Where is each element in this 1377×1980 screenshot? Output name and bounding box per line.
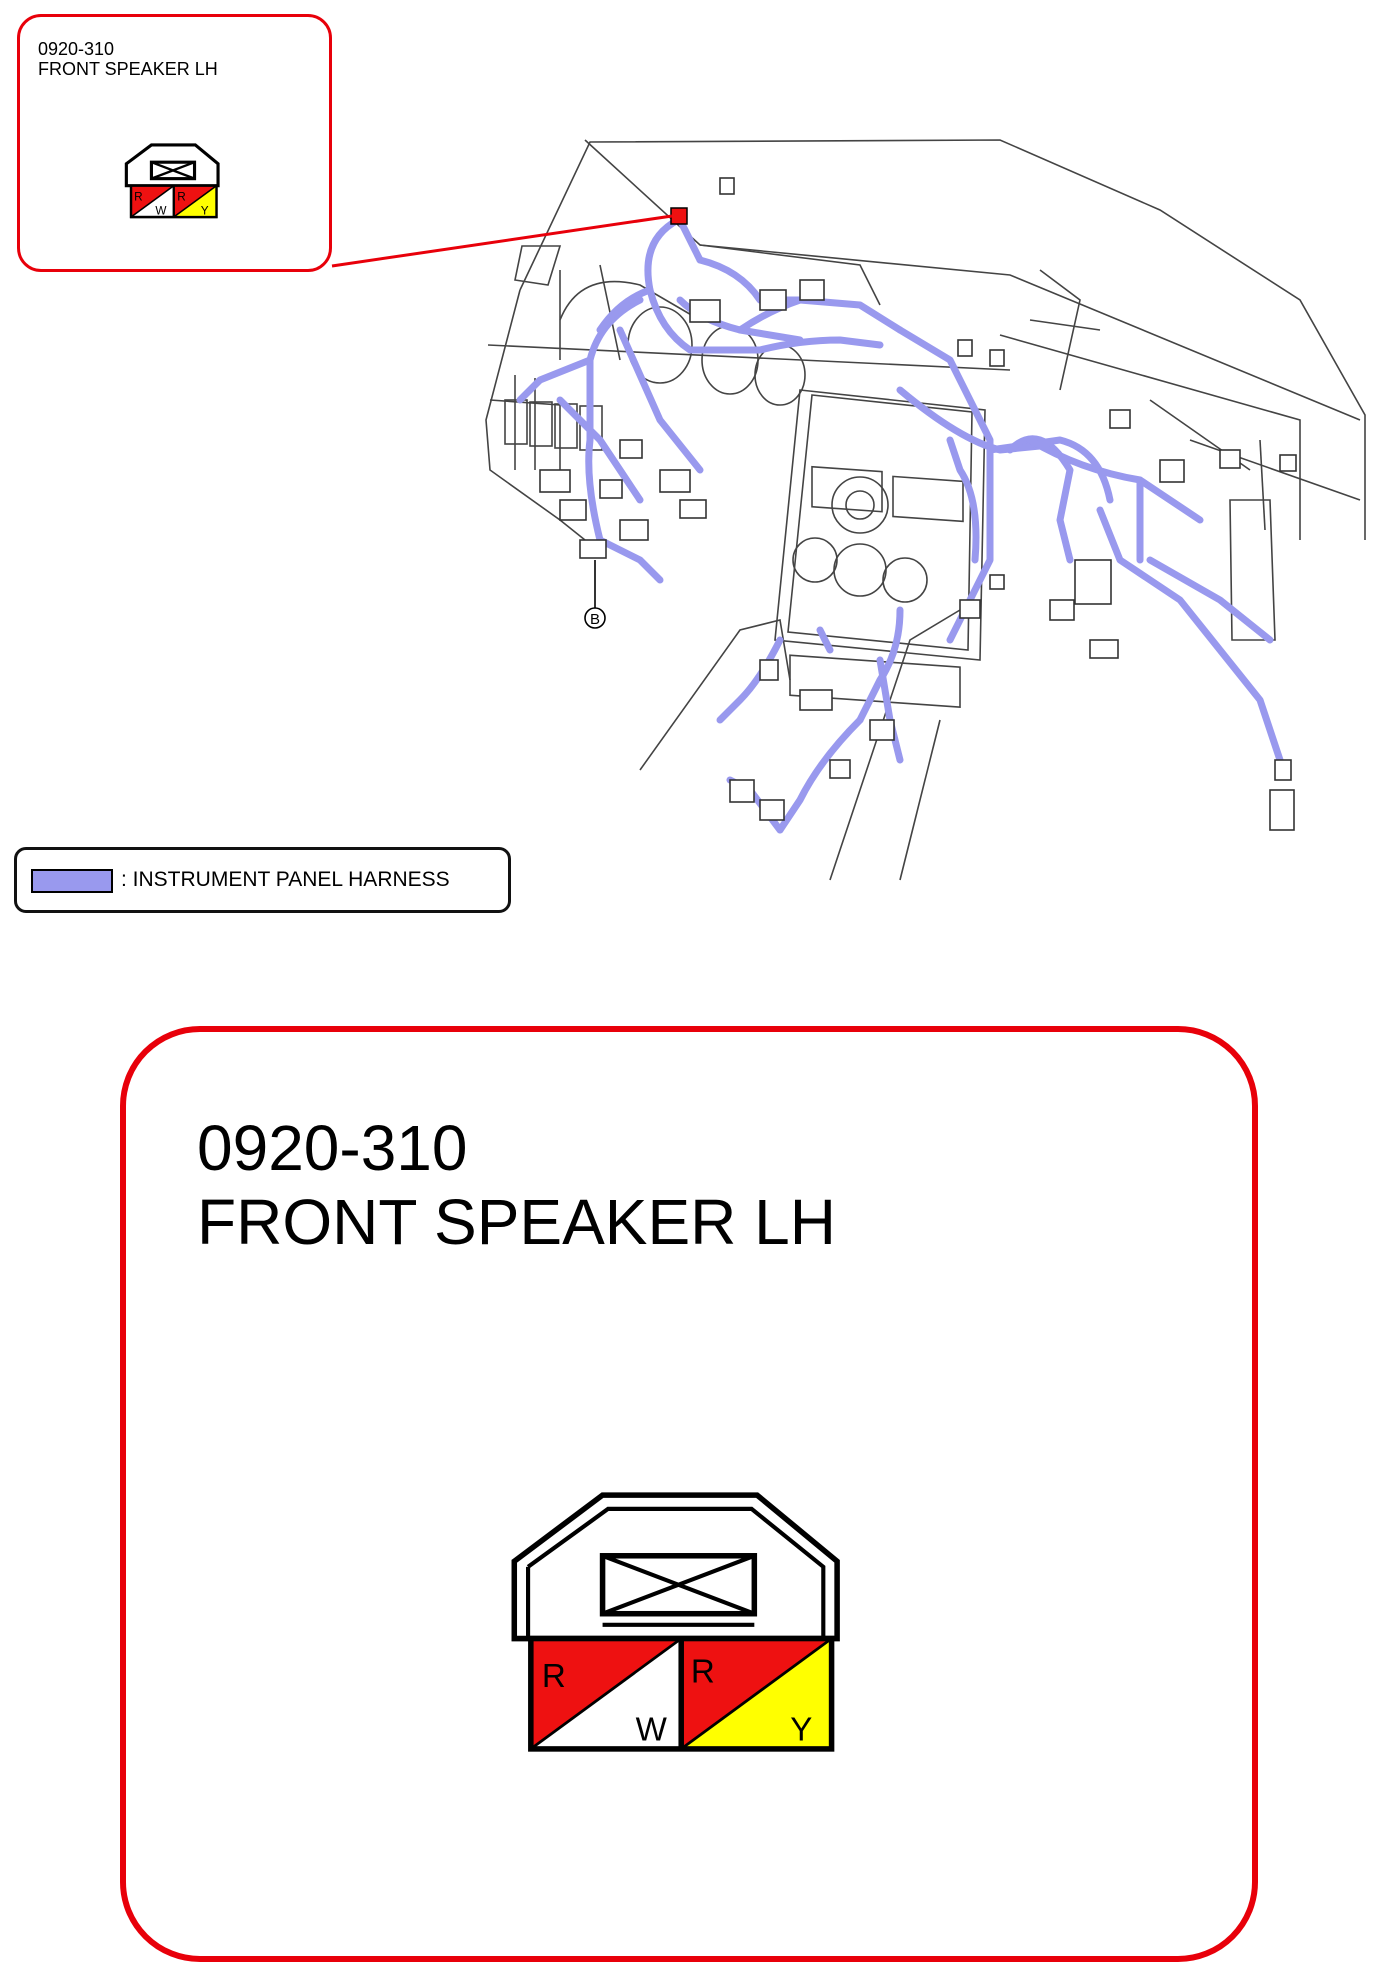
callout-leader-line: [331, 214, 673, 268]
inset-connector-name: FRONT SPEAKER LH: [38, 59, 218, 79]
terminal-1: [530, 1637, 683, 1751]
connector-face-diagram: R W R Y: [511, 1492, 840, 1752]
inset-connector-code: 0920-310: [38, 39, 115, 59]
inset-terminal-1-bottom: W: [155, 205, 167, 218]
inset-connector-box: 0920-310 FRONT SPEAKER LH R W R Y: [17, 14, 332, 272]
inset-terminal-2-top: R: [177, 191, 186, 204]
left-switch-panel: [504, 245, 1276, 641]
legend-harness-swatch: [31, 869, 113, 893]
connector-detail-box: 0920-310 FRONT SPEAKER LH R W R Y: [120, 1026, 1258, 1962]
inset-connector-icon: R W R Y: [124, 143, 220, 219]
detail-connector-code: 0920-310: [197, 1112, 468, 1184]
terminal-2-bottom-color: Y: [790, 1712, 812, 1749]
harness-legend: : INSTRUMENT PANEL HARNESS: [14, 847, 511, 913]
harness-connectors: [539, 177, 1297, 831]
inset-terminal-2-bottom: Y: [201, 205, 209, 218]
front-speaker-lh-connector-marker: [670, 207, 688, 225]
terminal-2: [680, 1637, 833, 1751]
instrument-panel-illustration: B: [331, 139, 1366, 881]
detail-connector-name: FRONT SPEAKER LH: [197, 1186, 836, 1258]
terminal-2-top-color: R: [691, 1654, 715, 1691]
dashboard-outline: [485, 139, 1366, 881]
ground-callout-circle: [584, 607, 606, 629]
legend-harness-label: : INSTRUMENT PANEL HARNESS: [121, 868, 450, 891]
terminal-1-top-color: R: [542, 1658, 566, 1695]
terminal-1-bottom-color: W: [636, 1712, 668, 1749]
ground-callout-label: B: [590, 611, 600, 628]
inset-terminal-1-top: R: [134, 191, 143, 204]
